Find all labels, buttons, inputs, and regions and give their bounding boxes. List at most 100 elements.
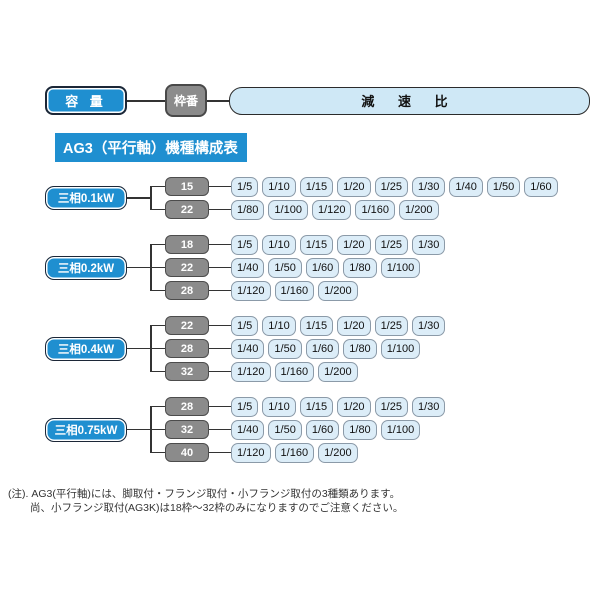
connector-line	[127, 197, 150, 199]
reduction-ratio-box: 1/120	[231, 280, 271, 301]
reduction-ratio-box: 1/15	[299, 315, 334, 336]
frame-number-box: 22	[165, 258, 209, 277]
reduction-ratio-box: 1/25	[374, 176, 408, 197]
reduction-ratio-box: 1/10	[262, 176, 296, 197]
connector-line	[150, 324, 165, 327]
connector-line	[209, 208, 231, 211]
reduction-ratio-box: 1/160	[274, 361, 315, 382]
connector-line	[127, 99, 165, 102]
reduction-ratio-box: 1/30	[411, 176, 446, 197]
branch-line	[150, 406, 152, 453]
frame-number-box: 28	[165, 281, 209, 300]
connector-line	[127, 428, 150, 431]
reduction-ratio-box: 1/30	[411, 234, 446, 255]
connector-line	[150, 347, 165, 350]
reduction-ratio-box: 1/80	[343, 257, 377, 278]
reduction-ratio-box: 1/30	[411, 396, 446, 417]
capacity-branch: 三相0.75kW	[45, 417, 150, 442]
reduction-ratio-box: 1/50	[268, 257, 302, 278]
connector-line	[209, 243, 231, 246]
reduction-ratio-box: 1/5	[231, 234, 259, 255]
connector-line	[209, 451, 231, 454]
reduction-ratio-box: 1/25	[374, 234, 408, 255]
frame-number-box: 15	[165, 177, 209, 196]
connector-line	[150, 428, 165, 431]
footnote-line-2: 尚、小フランジ取付(AG3K)は18枠〜32枠のみになりますのでご注意ください。	[30, 502, 404, 514]
reduction-ratio-box: 1/15	[299, 176, 334, 197]
reduction-ratio-box: 1/20	[337, 234, 371, 255]
reduction-ratio-box: 1/120	[311, 199, 352, 220]
connector-line	[150, 451, 165, 454]
reduction-ratio-box: 1/50	[268, 419, 302, 440]
connector-line	[150, 243, 165, 246]
reduction-ratio-box: 1/10	[262, 396, 296, 417]
reduction-ratio-box: 1/200	[318, 361, 358, 382]
reduction-ratio-box: 1/80	[343, 338, 377, 359]
reduction-ratio-box: 1/25	[374, 396, 408, 417]
reduction-ratio-box: 1/40	[449, 176, 483, 197]
reduction-ratio-box: 1/50	[268, 338, 302, 359]
reduction-ratio-box: 1/100	[268, 199, 308, 220]
reduction-ratio-box: 1/200	[399, 199, 439, 220]
frame-number-box: 32	[165, 420, 209, 439]
reduction-ratio-box: 1/120	[231, 361, 271, 382]
connector-line	[209, 185, 231, 188]
reduction-ratio-box: 1/30	[411, 315, 446, 336]
reduction-ratio-box: 1/160	[355, 199, 396, 220]
reduction-ratio-box: 1/20	[337, 396, 371, 417]
reduction-ratio-box: 1/20	[337, 176, 371, 197]
reduction-ratio-box: 1/10	[262, 315, 296, 336]
capacity-branch: 三相0.1kW	[45, 186, 150, 210]
reduction-ratio-box: 1/160	[274, 280, 315, 301]
connector-line	[209, 289, 231, 292]
branch-line	[150, 244, 152, 291]
capacity-legend-box: 容 量	[45, 86, 127, 115]
frame-number-box: 28	[165, 339, 209, 358]
frame-legend-box: 枠番	[165, 84, 207, 117]
frame-number-box: 28	[165, 397, 209, 416]
capacity-box: 三相0.1kW	[45, 186, 127, 210]
capacity-box: 三相0.2kW	[45, 255, 127, 280]
capacity-branch: 三相0.4kW	[45, 336, 150, 361]
connector-line	[150, 405, 165, 408]
reduction-ratio-box: 1/25	[374, 315, 408, 336]
reduction-ratio-box: 1/60	[305, 338, 340, 359]
connector-line	[209, 347, 231, 350]
connector-line	[209, 370, 231, 373]
reduction-ratio-box: 1/200	[318, 442, 358, 463]
reduction-ratio-box: 1/60	[305, 257, 340, 278]
reduction-ratio-box: 1/100	[380, 338, 421, 359]
connector-line	[209, 324, 231, 327]
reduction-ratio-box: 1/40	[231, 257, 265, 278]
reduction-ratio-box: 1/80	[343, 419, 377, 440]
footnotes: (注). AG3(平行軸)には、脚取付・フランジ取付・小フランジ取付の3種類あり…	[8, 487, 403, 515]
frame-number-box: 32	[165, 362, 209, 381]
reduction-ratio-box: 1/5	[231, 315, 259, 336]
frame-number-box: 18	[165, 235, 209, 254]
reduction-ratio-box: 1/80	[231, 199, 265, 220]
frame-number-box: 22	[165, 316, 209, 335]
reduction-ratio-box: 1/100	[380, 419, 421, 440]
branch-line	[150, 186, 152, 210]
page-title: AG3（平行軸）機種構成表	[55, 133, 247, 162]
reduction-ratio-box: 1/10	[262, 234, 296, 255]
frame-number-box: 22	[165, 200, 209, 219]
connector-line	[209, 405, 231, 408]
reduction-ratio-box: 1/120	[231, 442, 271, 463]
